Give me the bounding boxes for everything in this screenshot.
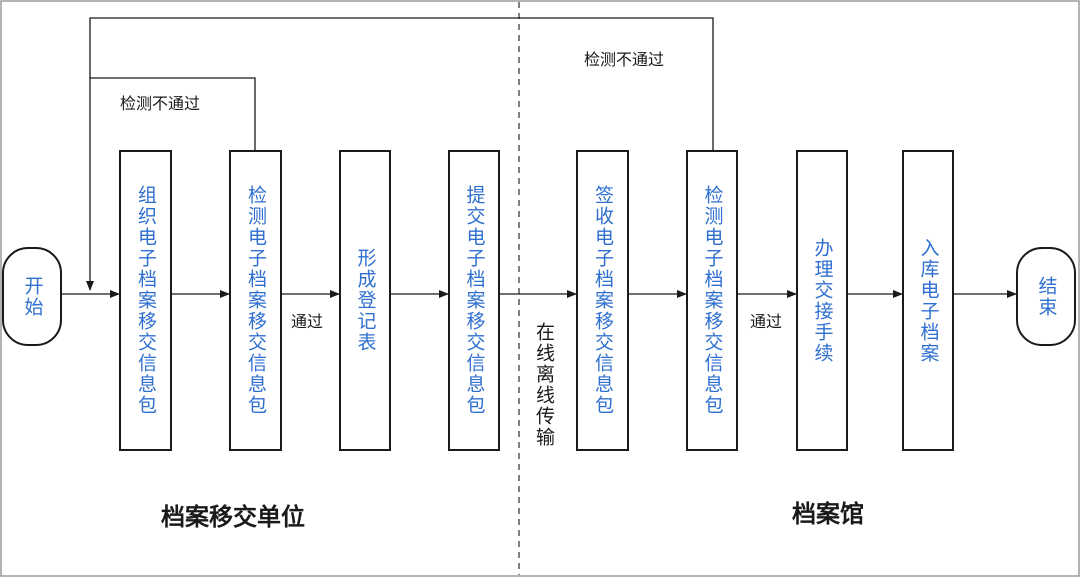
step-store-archive-label: 入库电子档案	[917, 237, 940, 364]
step-handover: 办理交接手续	[796, 150, 848, 451]
section-title-unit: 档案移交单位	[161, 503, 305, 531]
label-fail-left: 检测不通过	[120, 94, 201, 113]
step-receive-package-label: 签收电子档案移交信息包	[592, 185, 614, 416]
label-pass-left: 通过	[291, 312, 324, 331]
step-submit-package-label: 提交电子档案移交信息包	[463, 185, 486, 416]
step-receive-package: 签收电子档案移交信息包	[576, 150, 629, 451]
step-check-package-archive: 检测电子档案移交信息包	[686, 150, 738, 451]
label-pass-right: 通过	[750, 312, 783, 331]
end-terminal: 结束	[1016, 247, 1076, 346]
step-check-package-unit: 检测电子档案移交信息包	[229, 150, 282, 451]
loop-archive-check-fail	[89, 17, 714, 150]
step-check-package-unit-label: 检测电子档案移交信息包	[245, 185, 267, 416]
end-label: 结束	[1035, 275, 1058, 318]
label-fail-right: 检测不通过	[584, 50, 665, 69]
step-form-register: 形成登记表	[339, 150, 391, 451]
step-organize-package-label: 组织电子档案移交信息包	[135, 185, 157, 416]
step-check-package-archive-label: 检测电子档案移交信息包	[701, 185, 724, 416]
label-transfer: 在线离线传输	[533, 322, 555, 453]
label-transfer-text: 在线离线传输	[533, 322, 555, 448]
step-form-register-label: 形成登记表	[354, 248, 377, 353]
step-handover-label: 办理交接手续	[811, 237, 834, 364]
step-organize-package: 组织电子档案移交信息包	[119, 150, 172, 451]
step-submit-package: 提交电子档案移交信息包	[448, 150, 500, 451]
start-terminal: 开始	[2, 247, 62, 346]
section-title-archive: 档案馆	[792, 500, 864, 528]
start-label: 开始	[21, 275, 44, 318]
step-store-archive: 入库电子档案	[902, 150, 954, 451]
loop-unit-check-fail	[86, 77, 256, 291]
